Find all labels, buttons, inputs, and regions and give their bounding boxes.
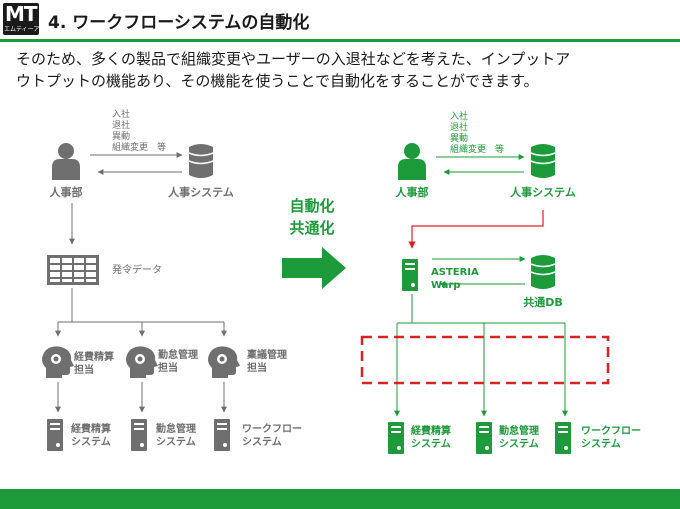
left-system-3-line1: ワークフロー [242,423,302,435]
server-icon-attendance [131,419,147,451]
right-hr-dept-label: 人事部 [396,185,429,199]
staff-head-icon-1 [42,346,74,378]
staff-3-line1: 稟議管理 [246,348,287,361]
slide-title: 4. ワークフローシステムの自動化 [48,13,310,33]
order-data-label: 発令データ [112,263,162,276]
right-server-icon-expense [388,422,404,454]
footer-bar [0,489,680,509]
left-hr-dept-label: 人事部 [50,185,83,199]
intro-line-1: そのため、多くの製品で組織変更やユーザーの入退社などを考えた、インプットア [16,50,571,68]
staff-head-icon-2 [126,346,158,378]
center-label-automation: 自動化 [289,197,334,215]
common-db-icon [531,255,555,289]
asteria-server-icon [402,259,418,291]
data-flow-arrow-red [408,210,544,249]
right-automated-flow: 入社 退社 異動 組織変更 等 人事部 人事システム ASTERIA Warp [360,110,641,454]
left-system-1-line2: システム [71,436,111,448]
right-event-hire: 入社 [450,110,468,122]
staff-3-line2: 担当 [247,361,267,374]
staff-2-line1: 勤怠管理 [158,348,198,361]
logo-text: MT [5,2,38,26]
right-system-1-line1: 経費精算 [411,424,451,437]
left-manual-flow: 入社 退社 異動 組織変更 等 人事部 人事システム [42,108,302,451]
database-icon [189,144,213,178]
server-icon-expense [47,419,63,451]
right-server-icon-workflow [555,422,571,454]
right-event-transfer: 異動 [450,133,468,144]
common-db-label: 共通DB [523,295,563,309]
right-database-icon [531,144,555,178]
staff-1-line1: 経費精算 [74,350,114,363]
left-event-leave: 退社 [112,119,130,131]
staff-head-icon-3 [208,346,240,378]
left-event-transfer: 異動 [112,131,130,142]
logo-subtext: エムティーアイ [4,26,46,33]
title-divider [0,39,680,42]
grid-table-icon [47,255,99,285]
right-event-reorg: 組織変更 等 [450,143,504,155]
hr-person-icon [52,143,80,180]
right-system-2-line2: システム [499,438,539,450]
right-system-2-line1: 勤怠管理 [499,424,539,437]
company-logo: MT エムティーアイ [3,2,45,35]
staff-2-line2: 担当 [158,361,178,374]
left-system-3-line2: システム [242,436,282,448]
server-icon-workflow [214,419,230,451]
intro-line-2: ウトプットの機能あり、その機能を使うことで自動化をすることができます。 [16,72,539,90]
right-system-3-line1: ワークフロー [581,425,641,437]
right-server-icon-attendance [476,422,492,454]
left-system-1-line1: 経費精算 [71,422,111,435]
center-label-commonization: 共通化 [289,219,334,237]
right-system-1-line2: システム [411,438,451,450]
left-system-2-line2: システム [156,436,196,448]
left-event-hire: 入社 [112,108,130,120]
right-hr-person-icon [398,143,426,180]
left-hr-system-label: 人事システム [168,185,234,199]
right-arrow-icon [282,247,346,289]
asteria-label-line1: ASTERIA [431,267,479,278]
left-event-reorg: 組織変更 等 [112,141,166,153]
right-hr-system-label: 人事システム [510,185,576,199]
right-system-3-line2: システム [581,438,621,450]
staff-1-line2: 担当 [74,363,94,376]
right-event-leave: 退社 [450,121,468,133]
asteria-label-line2: Warp [431,280,461,291]
intro-text: そのため、多くの製品で組織変更やユーザーの入退社などを考えた、インプットア ウト… [16,48,666,92]
removed-manual-step-highlight [360,335,610,385]
left-system-2-line1: 勤怠管理 [156,422,196,435]
